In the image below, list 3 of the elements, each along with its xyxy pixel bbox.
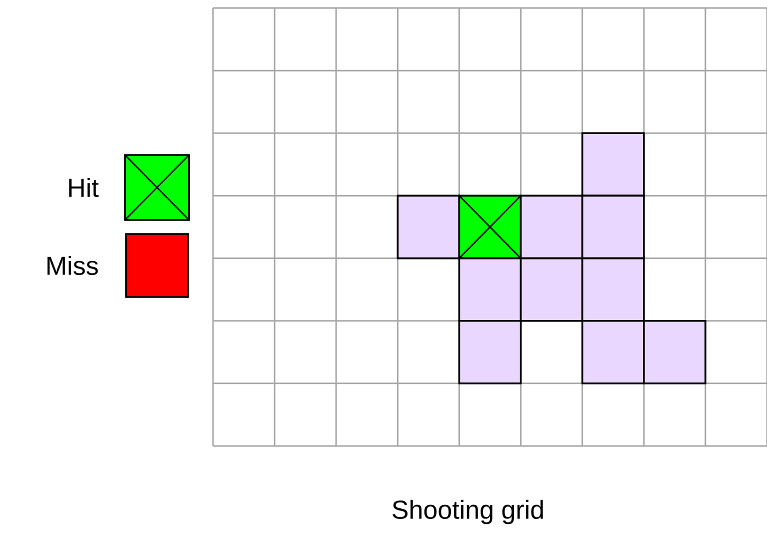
legend-label: Hit xyxy=(69,178,99,198)
caption: Shooting grid xyxy=(392,500,543,524)
legend-label: Miss xyxy=(48,256,98,276)
